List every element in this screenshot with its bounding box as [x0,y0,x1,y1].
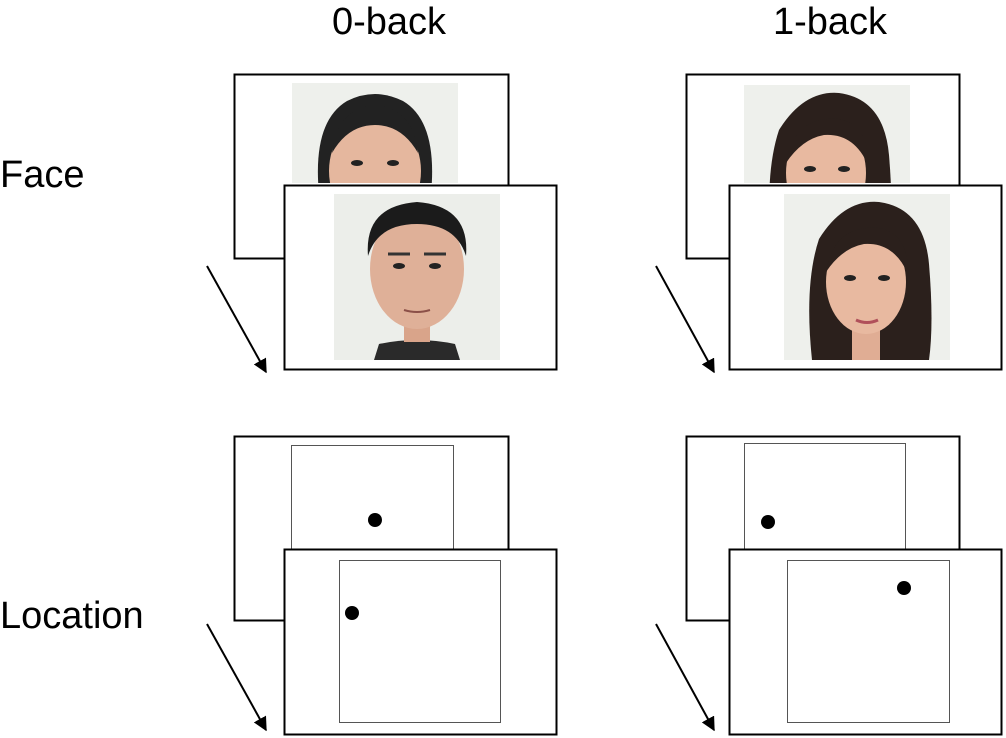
face-0back-front-photo [332,192,502,362]
column-header-1-back: 1-back [773,1,888,43]
column-header-0-back: 0-back [332,1,447,43]
location-1back-time-arrow [655,623,715,732]
face-0back-time-arrow [206,265,267,374]
location-0back-front-grid [339,560,501,723]
row-label-face: Face [0,154,85,196]
face-1back-front-photo [782,192,952,362]
face-1back-stack [655,73,1003,374]
location-0back-back-grid [291,445,454,556]
face-1back-time-arrow [655,265,715,374]
face-0back-stack [206,73,558,374]
location-0back-stack [206,435,558,736]
location-1back-stack [655,435,1003,736]
location-0back-back-dot [368,513,382,527]
location-0back-front-dot [345,606,359,620]
location-0back-time-arrow [206,623,267,732]
location-1back-back-dot [761,515,775,529]
location-1back-front-grid [787,560,950,723]
location-1back-back-grid [744,443,906,556]
location-1back-front-dot [897,581,911,595]
row-label-location: Location [0,595,144,637]
